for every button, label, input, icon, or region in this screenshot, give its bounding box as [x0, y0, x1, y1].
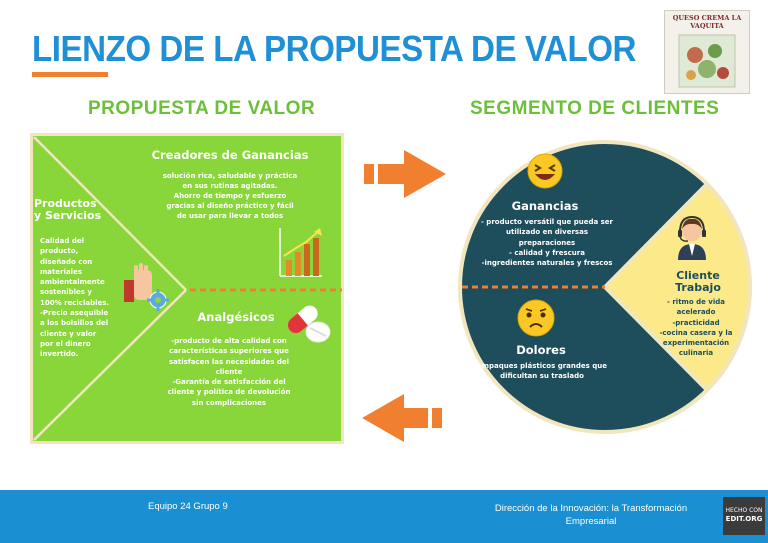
gain-creators-line: gracias al diseño práctico y fácil — [166, 202, 294, 210]
customer-jobs-line: -cocina casera y la — [659, 328, 733, 337]
right-arrow-icon — [364, 150, 446, 198]
customer-jobs-title-line: Trabajo — [675, 281, 721, 294]
value-proposition-dividers — [33, 136, 342, 441]
customer-jobs-title-line: Cliente — [676, 269, 720, 282]
logo-artwork-icon — [678, 34, 736, 88]
products-line: invertido. — [40, 350, 79, 359]
pain-relievers-line: -producto de alta calidad con — [171, 337, 287, 345]
gain-creators-line: Ahorro de tiempo y esfuerzo — [173, 192, 287, 200]
page-title: LIENZO DE LA PROPUESTA DE VALOR — [32, 28, 637, 69]
pains-text: empaques plásticos grandes que dificulta… — [460, 361, 624, 382]
customer-jobs-text: - ritmo de vida acelerado -practicidad -… — [640, 297, 752, 359]
gain-creators-text: solución rica, saludable y práctica en s… — [130, 171, 330, 221]
footer-course-line: Dirección de la Innovación: la Transform… — [494, 503, 688, 514]
edit-org-badge[interactable]: HECHO CON EDIT.ORG — [723, 497, 765, 535]
products-line: producto, — [40, 247, 79, 256]
hand-gear-icon — [124, 263, 169, 311]
footer-course-line: Empresarial — [565, 516, 617, 527]
customer-segment-circle — [458, 140, 752, 434]
pains-line: dificultan su traslado — [500, 372, 584, 381]
gain-creators-line: solución rica, saludable y práctica — [162, 172, 298, 180]
products-line: ambientalmente — [40, 278, 105, 287]
pain-relievers-line: cliente — [215, 367, 243, 376]
products-line: por el dinero — [40, 339, 91, 348]
gains-line: - calidad y frescura — [509, 248, 585, 257]
products-line: diseñado con — [40, 257, 93, 266]
customer-jobs-line: - ritmo de vida — [667, 298, 725, 306]
customer-jobs-line: acelerado — [676, 308, 716, 317]
pain-relievers-line: -Garantía de satisfacción del — [172, 378, 286, 387]
products-line: materiales — [40, 267, 82, 276]
happy-face-icon — [527, 153, 563, 189]
pains-title: Dolores — [516, 343, 566, 357]
value-proposition-header: PROPUESTA DE VALOR — [88, 98, 316, 119]
gain-creators-title: Creadores de Ganancias — [151, 148, 309, 162]
products-title: Productos y Servicios — [34, 198, 101, 222]
products-line: -Precio asequible — [40, 309, 109, 318]
products-title-line: y Servicios — [34, 209, 102, 222]
footer-team: Equipo 24 Grupo 9 — [148, 501, 228, 512]
customer-jobs-line: culinaria — [678, 349, 714, 358]
footer-course: Dirección de la Innovación: la Transform… — [460, 502, 722, 528]
gains-text: - producto versátil que pueda ser utiliz… — [462, 217, 632, 268]
badge-line: EDIT.ORG — [725, 515, 763, 523]
products-title-line: Productos — [34, 197, 97, 210]
customer-headset-icon — [678, 215, 706, 260]
pain-relievers-line: características superiores que — [169, 347, 289, 356]
gains-line: - producto versátil que pueda ser — [480, 218, 614, 226]
gains-line: utilizado en diversas — [506, 228, 588, 237]
pills-icon — [287, 305, 331, 343]
brand-logo-text: QUESO CREMA LA VAQUITA — [672, 14, 742, 30]
gain-creators-line: en sus rutinas agitadas. — [182, 182, 278, 190]
gains-line: preparaciones — [518, 238, 576, 247]
pain-relievers-text: -producto de alta calidad con caracterís… — [144, 336, 314, 408]
products-line: 100% reciclables. — [40, 298, 110, 307]
customer-jobs-line: -practicidad — [672, 318, 720, 327]
customer-jobs-title: Cliente Trabajo — [646, 270, 750, 294]
growth-chart-icon — [279, 228, 322, 277]
pain-relievers-line: cliente y política de devolución — [167, 388, 291, 397]
pain-relievers-line: satisfacen las necesidades del — [168, 357, 290, 366]
pains-line: empaques plásticos grandes que — [476, 362, 607, 370]
title-underline — [32, 72, 108, 77]
badge-line: HECHO CON — [725, 507, 763, 514]
products-line: a los bolsillos del — [40, 319, 109, 328]
products-line: cliente y valor — [40, 329, 97, 338]
products-line: sostenibles y — [40, 288, 92, 297]
gain-creators-line: de usar para llevar a todos — [176, 212, 284, 220]
pain-relievers-line: sin complicaciones — [191, 398, 267, 407]
gains-title: Ganancias — [511, 199, 579, 213]
footer-bar — [0, 490, 768, 543]
sad-face-icon — [517, 299, 555, 337]
pain-relievers-title: Analgésicos — [197, 310, 275, 324]
products-line: Calidad del — [40, 237, 84, 245]
products-text: Calidad del producto, diseñado con mater… — [40, 236, 120, 360]
left-arrow-icon — [362, 394, 442, 442]
gains-line: -ingredientes naturales y frescos — [481, 259, 613, 268]
customer-segment-header: SEGMENTO DE CLIENTES — [470, 98, 720, 119]
customer-jobs-line: experimentación — [662, 339, 730, 348]
brand-logo: QUESO CREMA LA VAQUITA — [664, 10, 750, 94]
